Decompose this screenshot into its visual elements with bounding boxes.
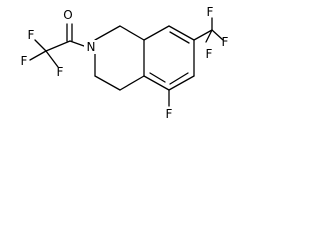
atom-fluorine-left-top: F	[28, 28, 35, 42]
bond-n-ch2-upper	[94, 25, 121, 41]
bond-c6-c5	[168, 75, 195, 91]
atom-fluorine-right-top: F	[207, 5, 214, 19]
bond-ch2-c4a	[119, 75, 145, 91]
atom-labels: O N F F F F F F F	[21, 5, 229, 121]
bonds	[29, 17, 224, 107]
bond-cf3-right-f-bottom	[205, 29, 213, 43]
atom-fluorine-right-mid: F	[222, 35, 229, 49]
bond-c5-c4a	[143, 75, 170, 91]
bond-c8-c7	[168, 25, 195, 41]
bond-cf3-right-f-mid	[211, 29, 224, 41]
bond-cf3-f-bottom	[45, 50, 59, 68]
bond-cf3-carbonyl	[45, 40, 71, 52]
atom-fluorine-ring: F	[166, 107, 173, 121]
atom-fluorine-left-bottom: F	[57, 65, 64, 79]
bond-inner-c8-c7	[169, 31, 190, 44]
bond-cf3-f-top	[34, 39, 47, 52]
atom-fluorine-right-bottom: F	[206, 47, 213, 61]
atom-oxygen: O	[63, 8, 72, 22]
atom-nitrogen: N	[87, 40, 96, 54]
bond-cf3-f-mid	[29, 50, 47, 61]
chemical-structure: O N F F F F F F F	[21, 5, 229, 121]
bond-ch2-c8a	[119, 25, 145, 41]
bond-carbonyl-nitrogen	[69, 40, 85, 47]
bond-ch2-ch2	[94, 75, 121, 91]
bond-inner-c5-c4a	[149, 72, 166, 83]
bond-inner-c6-c5	[169, 72, 189, 85]
bond-c8a-c8	[143, 25, 170, 41]
atom-fluorine-left-mid: F	[21, 54, 28, 68]
bond-c7-cf3	[193, 29, 213, 41]
